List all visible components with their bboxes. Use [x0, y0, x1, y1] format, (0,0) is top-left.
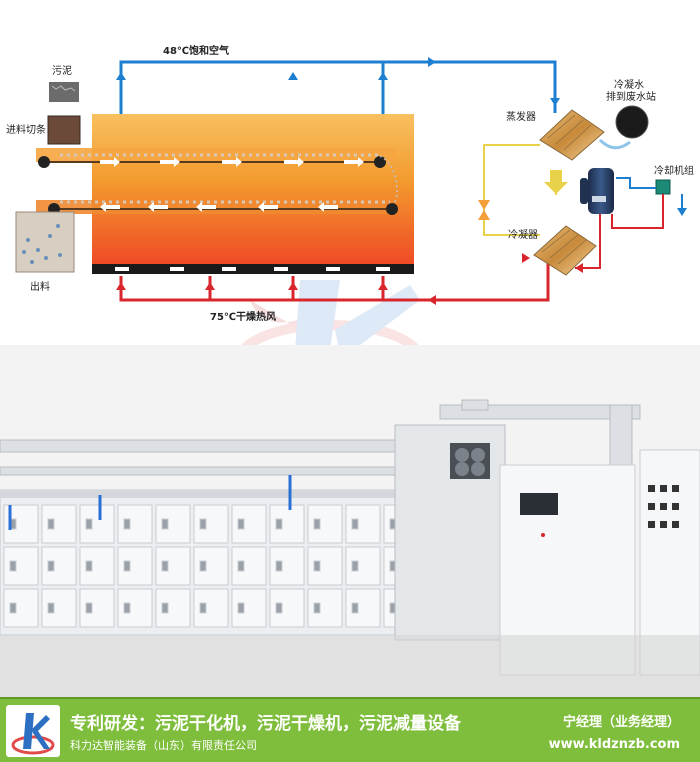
door-handle — [123, 560, 131, 572]
door-panel — [3, 588, 39, 628]
door-panel — [345, 588, 381, 628]
door-panel — [193, 504, 229, 544]
door-handle — [313, 518, 321, 530]
door-panel — [231, 546, 267, 586]
footer-banner: 专利研发：污泥干化机，污泥干燥机，污泥减量设备 科力达智能装备（山东）有限责任公… — [0, 697, 700, 762]
door-panel — [231, 504, 267, 544]
bottom-vent-bar — [92, 264, 414, 274]
door-panel — [307, 588, 343, 628]
footer-title: 专利研发：污泥干化机，污泥干燥机，污泥减量设备 — [70, 714, 461, 734]
chiller-unit — [655, 179, 671, 195]
door-panel — [307, 504, 343, 544]
door-handle — [161, 560, 169, 572]
condenser-coil — [533, 225, 597, 276]
door-panel — [41, 546, 77, 586]
sludge-pile — [49, 82, 79, 102]
door-handle — [9, 602, 17, 614]
sludge-label: 污泥 — [52, 64, 72, 77]
door-handle — [85, 602, 93, 614]
door-handle — [351, 602, 359, 614]
company-name: 科力达智能装备（山东）有限责任公司 — [70, 739, 257, 752]
door-panel — [193, 588, 229, 628]
door-panel — [345, 504, 381, 544]
output-bin — [15, 211, 75, 273]
door-panel — [345, 546, 381, 586]
belt-direction-arrows — [100, 157, 364, 212]
door-handle — [9, 560, 17, 572]
compressor — [580, 168, 614, 214]
door-panel — [155, 504, 191, 544]
door-panel — [269, 504, 305, 544]
door-panel — [79, 504, 115, 544]
chiller-pipes — [575, 177, 687, 273]
door-handle — [85, 518, 93, 530]
door-handle — [47, 560, 55, 572]
equipment-photo — [0, 345, 700, 697]
door-handle — [275, 602, 283, 614]
door-panel — [155, 546, 191, 586]
chiller-label: 冷却机组 — [654, 164, 694, 177]
website-link[interactable]: www.kldznzb.com — [548, 737, 680, 752]
door-handle — [161, 602, 169, 614]
door-panel — [231, 588, 267, 628]
red-arrows — [116, 282, 436, 305]
door-handle — [161, 518, 169, 530]
door-panel — [117, 546, 153, 586]
evaporator-coil — [539, 109, 605, 161]
condenser-label: 冷凝器 — [508, 228, 538, 241]
door-handle — [199, 560, 207, 572]
blue-pipes — [8, 475, 292, 530]
door-panel — [79, 546, 115, 586]
door-handle — [275, 518, 283, 530]
expansion-valve — [478, 200, 490, 220]
door-panel — [307, 546, 343, 586]
door-panels — [3, 504, 419, 628]
door-panel — [193, 546, 229, 586]
door-panel — [41, 588, 77, 628]
evaporator-label: 蒸发器 — [506, 110, 536, 123]
door-panel — [269, 588, 305, 628]
door-handle — [199, 518, 207, 530]
door-panel — [41, 504, 77, 544]
door-handle — [199, 602, 207, 614]
door-panel — [3, 546, 39, 586]
contact-person: 宁经理（业务经理） — [562, 715, 680, 730]
flow-arrow-down — [544, 170, 568, 194]
door-handle — [123, 602, 131, 614]
drain-label-2: 排到废水站 — [606, 90, 656, 103]
top-air-label: 48℃饱和空气 — [163, 44, 229, 57]
door-handle — [351, 560, 359, 572]
door-handle — [237, 560, 245, 572]
drain-label-1: 冷凝水 — [614, 78, 644, 91]
door-handle — [313, 560, 321, 572]
door-panel — [269, 546, 305, 586]
door-panel — [155, 588, 191, 628]
door-handle — [237, 518, 245, 530]
blue-arrows — [116, 57, 560, 106]
door-handle — [85, 560, 93, 572]
refrigerant-loop — [483, 144, 557, 236]
door-handle — [47, 602, 55, 614]
door-handle — [275, 560, 283, 572]
feed-label: 进料切条 — [6, 123, 46, 136]
heat-pump-dryer-diagram: 48℃饱和空气 — [6, 44, 694, 345]
door-handle — [313, 602, 321, 614]
drain-water-icon — [615, 105, 649, 139]
bottom-air-label: 75℃干燥热风 — [210, 310, 276, 323]
door-handle — [123, 518, 131, 530]
door-handle — [237, 602, 245, 614]
feed-cutter — [47, 115, 81, 145]
door-panel — [117, 504, 153, 544]
company-logo — [6, 705, 60, 757]
output-label: 出料 — [30, 280, 50, 293]
door-panel — [79, 588, 115, 628]
door-handle — [47, 518, 55, 530]
door-handle — [351, 518, 359, 530]
dryer-chamber — [92, 114, 414, 264]
heat-pump-tower — [394, 424, 506, 641]
door-panel — [117, 588, 153, 628]
